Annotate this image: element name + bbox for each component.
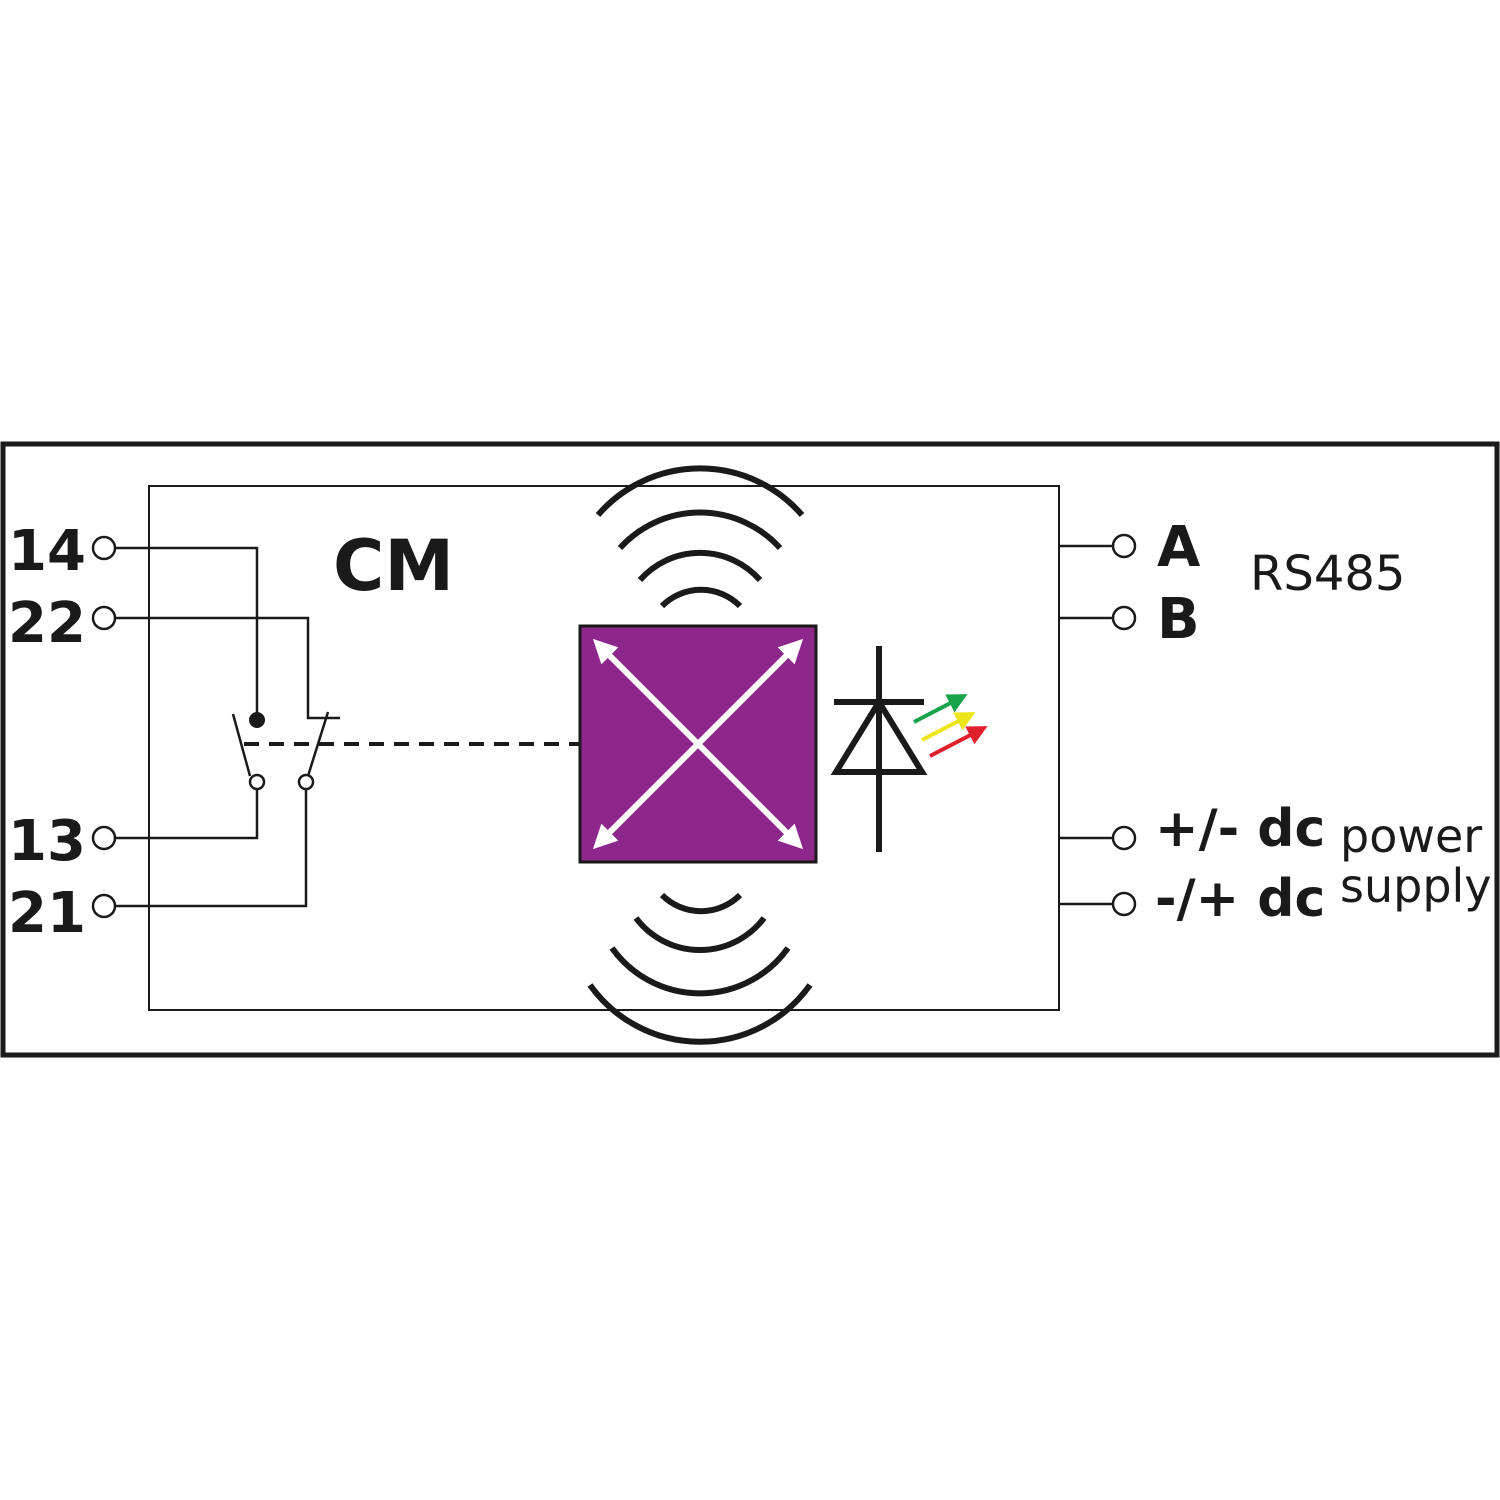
switch-contact-dot [249,712,265,728]
outer-frame [0,441,1500,1058]
switch-wiring [115,546,340,908]
led-light-arrows [913,694,988,758]
terminal-dc-pos [1111,825,1137,851]
terminal-label-21: 21 [8,881,86,946]
terminal-b [1111,605,1137,631]
rs485-label: RS485 [1250,546,1405,602]
terminal-14 [91,535,117,561]
left-terminals [91,535,117,919]
terminal-label-14: 14 [8,519,86,584]
module-cross-arrows [592,638,804,850]
power-supply-label-line1: power [1340,809,1482,863]
right-terminals [1111,533,1137,917]
wireless-wave-icon-bottom [587,892,813,1045]
device-box [148,485,1060,1011]
terminal-dc-neg [1111,891,1137,917]
switch-contact-21 [297,773,315,791]
led-diode-icon [830,646,928,852]
switch-contact-13 [248,773,266,791]
terminal-22 [91,605,117,631]
right-wiring [1059,544,1113,906]
terminal-label-dc-neg: -/+ dc [1155,869,1325,929]
terminal-21 [91,893,117,919]
terminal-label-13: 13 [8,809,86,874]
terminal-13 [91,825,117,851]
device-title: CM [333,525,454,607]
terminal-label-dc-pos: +/- dc [1155,799,1325,859]
wireless-wave-icon-top [595,465,805,609]
terminal-label-a: A [1157,515,1201,580]
terminal-label-22: 22 [8,591,86,656]
terminal-a [1111,533,1137,559]
terminal-label-b: B [1157,587,1200,652]
power-supply-label-line2: supply [1340,859,1492,913]
